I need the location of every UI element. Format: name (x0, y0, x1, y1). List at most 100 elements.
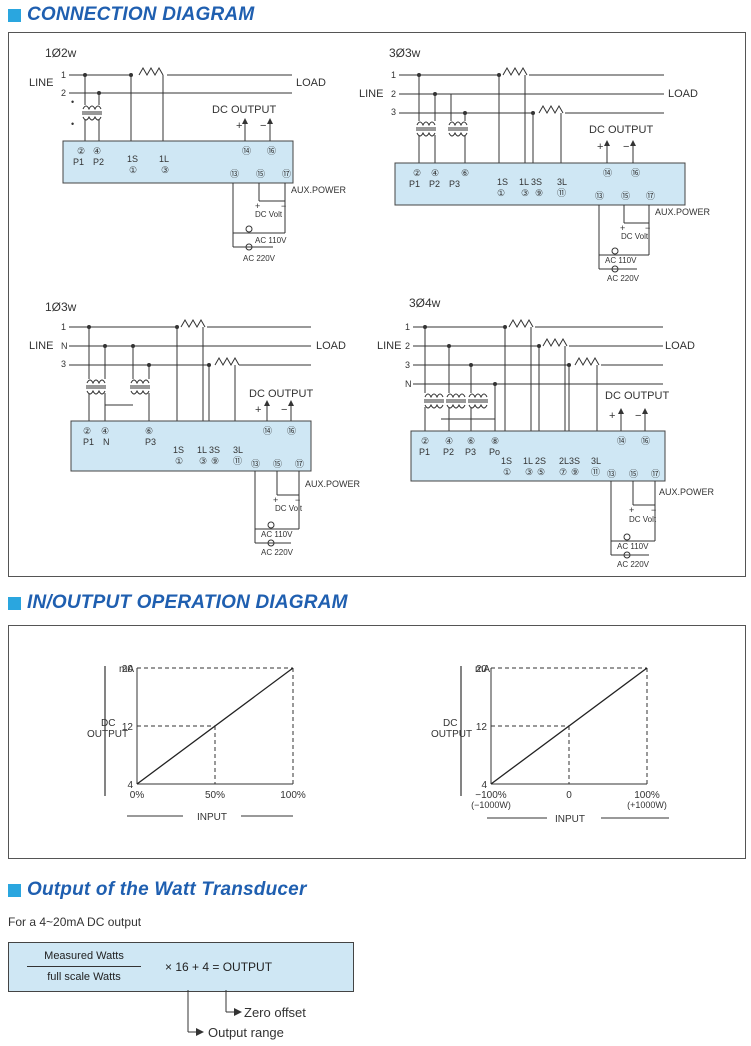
svg-text:⑬: ⑬ (607, 469, 616, 479)
diagram-1p3w: 1Ø3w LINE LOAD 1 N 3 ② P1 ④ N ⑥ P3 1S (29, 300, 361, 557)
chart2-xtick-sub: (+1000W) (627, 800, 667, 810)
svg-text:②: ② (77, 146, 85, 156)
formula-box: Measured Watts full scale Watts × 16 + 4… (8, 942, 354, 992)
svg-text:⑥: ⑥ (461, 168, 469, 178)
svg-text:④: ④ (101, 426, 109, 436)
svg-text:⑨: ⑨ (571, 467, 579, 477)
svg-text:AC 220V: AC 220V (261, 548, 294, 557)
svg-text:⑬: ⑬ (251, 459, 260, 469)
svg-text:⑰: ⑰ (282, 169, 291, 179)
svg-text:⑯: ⑯ (267, 146, 276, 156)
svg-text:DC OUTPUT: DC OUTPUT (212, 104, 276, 116)
svg-text:−: − (281, 201, 286, 211)
svg-text:③: ③ (199, 456, 207, 466)
svg-text:P2: P2 (93, 157, 104, 167)
svg-text:P3: P3 (465, 447, 476, 457)
svg-text:LOAD: LOAD (316, 340, 346, 352)
svg-text:N: N (61, 341, 68, 351)
svg-text:3L: 3L (557, 177, 567, 187)
diagram-3p4w: 3Ø4w LINE LOAD 1 2 3 N ② P1 ④ (377, 296, 715, 569)
svg-text:+: + (620, 223, 625, 233)
svg-text:−: − (645, 223, 650, 233)
d1-pt-transformer (81, 105, 103, 121)
svg-text:1S: 1S (173, 445, 184, 455)
svg-text:−: − (295, 495, 300, 505)
svg-text:+: + (273, 495, 278, 505)
connection-diagram-svg: 1Ø2w LINE LOAD 1 2 •• ② P1 ④ P2 1S ① 1L … (29, 46, 715, 569)
svg-text:+: + (629, 505, 634, 515)
svg-text:DC OUTPUT: DC OUTPUT (249, 388, 313, 400)
chart1-xtick: 100% (280, 790, 306, 801)
d1-line-label: LINE (29, 77, 53, 89)
svg-text:N: N (405, 379, 412, 389)
svg-text:⑪: ⑪ (591, 467, 600, 477)
svg-text:1L: 1L (159, 154, 169, 164)
svg-text:⑨: ⑨ (535, 188, 543, 198)
connection-section-title: CONNECTION DIAGRAM (8, 4, 254, 26)
output-section-title: Output of the Watt Transducer (8, 879, 307, 901)
svg-text:⑮: ⑮ (621, 191, 630, 201)
svg-text:1Ø3w: 1Ø3w (45, 300, 77, 314)
svg-text:①: ① (175, 456, 183, 466)
svg-text:P3: P3 (449, 179, 460, 189)
chart2-xtick-sub: (−1000W) (471, 800, 511, 810)
io-title-text: IN/OUTPUT OPERATION DIAGRAM (27, 592, 348, 613)
chart2-series-line (490, 667, 648, 785)
svg-text:LINE: LINE (29, 340, 53, 352)
svg-text:⑥: ⑥ (467, 436, 475, 446)
svg-text:⑬: ⑬ (230, 169, 239, 179)
svg-text:DC Volt: DC Volt (629, 515, 657, 524)
svg-text:−: − (623, 141, 629, 153)
svg-text:LINE: LINE (377, 340, 401, 352)
svg-text:⑯: ⑯ (631, 168, 640, 178)
zero-arrow-icon (234, 1008, 242, 1016)
svg-text:2: 2 (391, 89, 396, 99)
svg-text:⑯: ⑯ (287, 426, 296, 436)
svg-text:2L: 2L (559, 456, 569, 466)
svg-text:⑯: ⑯ (641, 436, 650, 446)
svg-text:⑬: ⑬ (595, 191, 604, 201)
svg-text:⑮: ⑮ (629, 469, 638, 479)
svg-text:⑭: ⑭ (617, 436, 626, 446)
svg-text:3: 3 (405, 360, 410, 370)
svg-text:DC Volt: DC Volt (621, 232, 649, 241)
svg-text:1: 1 (405, 322, 410, 332)
svg-text:②: ② (83, 426, 91, 436)
svg-text:N: N (103, 437, 110, 447)
svg-text:P1: P1 (83, 437, 94, 447)
output-range-label: Output range (208, 1025, 284, 1040)
d4-module (410, 430, 666, 482)
d2-module (394, 162, 686, 206)
fraction-bar (27, 966, 141, 967)
svg-text:④: ④ (445, 436, 453, 446)
svg-text:3L: 3L (591, 456, 601, 466)
d1-current-coil (138, 67, 164, 76)
chart2-xtick: 0 (566, 790, 572, 801)
svg-text:3: 3 (61, 359, 66, 369)
svg-text:⑮: ⑮ (256, 169, 265, 179)
chart2-ytick: 20 (476, 664, 488, 675)
svg-text:Po: Po (489, 447, 500, 457)
d1-module (62, 140, 294, 184)
zero-offset-label: Zero offset (244, 1005, 306, 1020)
svg-text:⑰: ⑰ (646, 191, 655, 201)
formula-numerator: Measured Watts (44, 950, 124, 962)
svg-text:3S: 3S (531, 177, 542, 187)
svg-text:DC Volt: DC Volt (275, 504, 303, 513)
connection-panel: 1Ø2w LINE LOAD 1 2 •• ② P1 ④ P2 1S ① 1L … (8, 32, 746, 577)
svg-text:−: − (281, 404, 287, 416)
chart1-ytick: 20 (122, 664, 134, 675)
chart1-series-line (136, 667, 294, 785)
svg-text:⑥: ⑥ (145, 426, 153, 436)
svg-text:P1: P1 (419, 447, 430, 457)
svg-text:LOAD: LOAD (668, 88, 698, 100)
svg-text:⑰: ⑰ (651, 469, 660, 479)
svg-text:2: 2 (405, 341, 410, 351)
svg-text:3S: 3S (569, 456, 580, 466)
